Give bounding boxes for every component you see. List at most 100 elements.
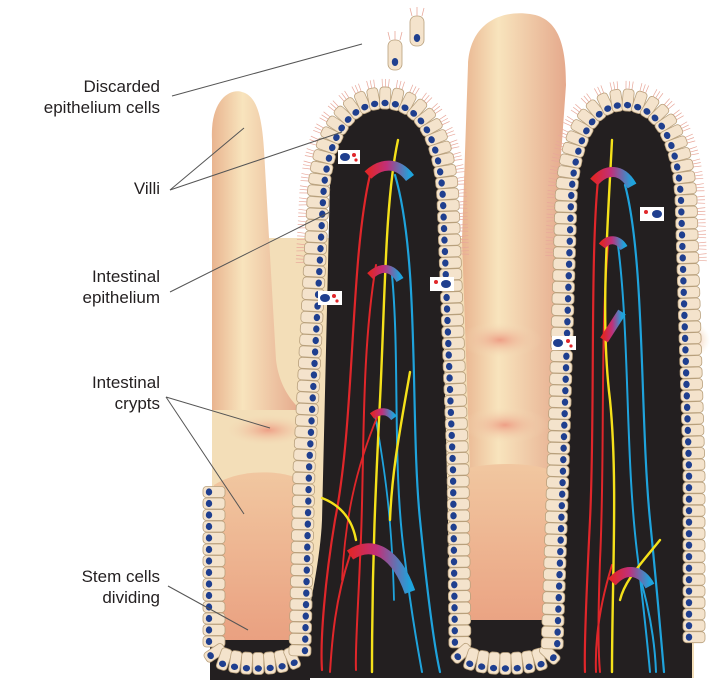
epithelial-cell — [549, 372, 573, 386]
epithelial-cell — [447, 544, 471, 557]
epithelial-cell — [677, 286, 701, 299]
epithelial-cell — [672, 170, 696, 185]
epithelial-cell — [682, 550, 706, 563]
epithelial-cell — [307, 184, 331, 198]
epithelial-cell — [678, 320, 702, 333]
epithelial-cell — [202, 532, 226, 544]
epithelial-cell — [550, 326, 574, 340]
epithelial-cell — [296, 379, 320, 393]
immune-cells — [318, 150, 664, 350]
epithelial-cell — [326, 115, 349, 135]
epithelial-cell — [202, 601, 226, 613]
epithelial-cell — [549, 361, 573, 374]
epithelial-cell — [333, 105, 356, 127]
epithelial-cell — [682, 458, 706, 471]
epithelial-cell — [670, 158, 694, 174]
epithelial-cell — [447, 509, 470, 522]
epithelial-cell — [678, 343, 702, 356]
crypt-opening — [224, 414, 312, 446]
epithelial-cell — [291, 506, 315, 519]
epithelial-cell — [436, 187, 460, 201]
epithelial-cell — [682, 585, 706, 598]
epithelial-cell — [202, 578, 226, 590]
epithelial-cell — [446, 498, 470, 511]
label-intestinal-crypts: Intestinal crypts — [91, 373, 160, 413]
epithelial-cell — [679, 355, 703, 368]
epithelial-cell — [312, 149, 336, 165]
epithelial-cell — [447, 590, 471, 603]
epithelial-cell — [545, 499, 569, 512]
epithelial-cell — [609, 89, 624, 113]
epithelial-cell — [680, 401, 704, 414]
epithelial-cell — [303, 242, 327, 255]
epithelial-cell — [291, 494, 315, 508]
epithelial-cell — [541, 625, 565, 639]
epithelial-cell — [682, 470, 706, 483]
epithelial-cell — [681, 412, 704, 425]
epithelial-cell — [552, 269, 576, 282]
epithelial-cell — [682, 608, 706, 621]
epithelial-cell — [682, 516, 706, 529]
epithelial-cell — [547, 441, 571, 455]
epithelial-cell — [445, 429, 469, 442]
epithelial-cell — [290, 552, 314, 565]
epithelial-cell — [293, 448, 317, 462]
epithelial-cell — [553, 235, 577, 248]
epithelial-cell — [547, 418, 571, 432]
epithelial-cell — [299, 322, 323, 336]
epithelial-cell — [413, 107, 436, 128]
epithelial-cell — [553, 223, 577, 236]
epithelial-cell — [435, 175, 459, 190]
epithelial-cell — [289, 598, 313, 611]
epithelial-cell — [674, 205, 698, 218]
epithelial-cell — [543, 568, 566, 581]
epithelial-cell — [428, 140, 452, 157]
epithelial-cell — [555, 177, 579, 191]
epithelial-cell — [240, 651, 254, 675]
epithelial-cell — [448, 601, 471, 614]
epithelial-cell — [202, 624, 226, 636]
epithelial-cell — [306, 196, 330, 209]
epithelial-cell — [675, 228, 699, 241]
epithelial-cell — [542, 579, 566, 593]
epithelial-cell — [676, 274, 700, 287]
epithelial-cell — [660, 124, 684, 143]
villus-core-2 — [550, 104, 692, 672]
epithelial-cell — [551, 292, 575, 305]
epithelial-cell — [296, 391, 320, 404]
epithelial-cell — [549, 349, 573, 363]
epithelial-cell — [585, 99, 607, 122]
epithelial-cell — [419, 118, 443, 137]
epithelial-cell — [440, 314, 464, 327]
epithelial-cell — [546, 476, 570, 489]
epithelial-cell — [540, 637, 564, 650]
epithelial-cell — [288, 632, 312, 646]
crypt-opening — [461, 407, 549, 443]
capillary-arches — [346, 160, 655, 594]
epithelial-cell — [682, 562, 706, 575]
epithelial-cell — [543, 545, 567, 558]
epithelial-cell — [309, 160, 334, 176]
epithelial-cell — [647, 103, 670, 126]
epithelial-cell — [202, 589, 226, 602]
crypt-left — [214, 472, 300, 660]
epithelial-cell — [433, 164, 457, 179]
epithelial-cell — [499, 652, 512, 675]
epithelial-cell — [441, 337, 465, 350]
epithelial-cell — [290, 563, 314, 577]
epithelial-cell — [441, 325, 465, 338]
epithelial-cell — [541, 614, 565, 627]
epithelial-cell — [679, 366, 703, 379]
epithelial-cell — [521, 650, 536, 674]
epithelial-cell — [298, 356, 322, 370]
epithelial-cell — [294, 425, 318, 439]
epithelial-cell — [302, 265, 326, 278]
epithelial-cell — [290, 575, 313, 588]
label-villi: Villi — [133, 179, 160, 198]
epithelial-cell — [554, 212, 577, 225]
epithelial-cell — [202, 612, 226, 625]
epithelial-cell — [252, 652, 265, 675]
epithelial-cell — [546, 453, 570, 466]
villus-core-1 — [300, 102, 455, 660]
